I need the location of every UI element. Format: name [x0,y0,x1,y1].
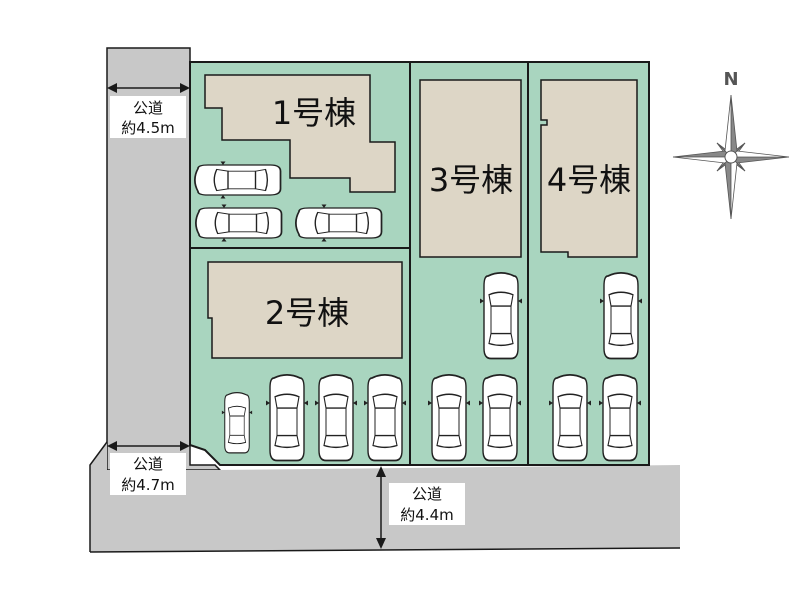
car [265,374,309,462]
car [548,374,592,462]
road-southwest-label-1: 公道 [133,455,163,473]
car [314,374,358,462]
road-south-edge [89,441,108,552]
building-1-label: 1号棟 [272,94,356,132]
road-west-label-bg [110,96,186,138]
building-1 [204,74,396,193]
car [363,374,407,462]
road-south-label-1: 公道 [412,485,442,503]
dimension-southwest [107,441,190,451]
car [195,203,283,243]
car [194,160,282,200]
dimension-south [376,466,386,549]
car [295,203,383,243]
building-3-label: 3号棟 [429,161,513,199]
road-southwest-label-2: 約4.7m [121,476,174,494]
car [221,392,253,454]
road-south [90,442,680,552]
road-west-label-2: 約4.5m [121,119,174,137]
compass-north-label: N [723,69,738,90]
building-3 [419,79,522,258]
building-4 [540,79,638,258]
dimension-west [107,83,190,93]
car [427,374,471,462]
building-2 [207,261,403,359]
car [598,374,642,462]
road-southwest-label-bg [110,453,186,495]
building-2-label: 2号棟 [265,294,349,332]
car [479,272,523,360]
road-west-label-1: 公道 [133,99,163,117]
car [599,272,643,360]
building-4-label: 4号棟 [547,161,631,199]
road-south-label-bg [389,483,465,525]
car [478,374,522,462]
road-south-edge-bottom [89,547,681,553]
compass-rose-icon [672,94,790,220]
road-south-label-2: 約4.4m [400,506,453,524]
